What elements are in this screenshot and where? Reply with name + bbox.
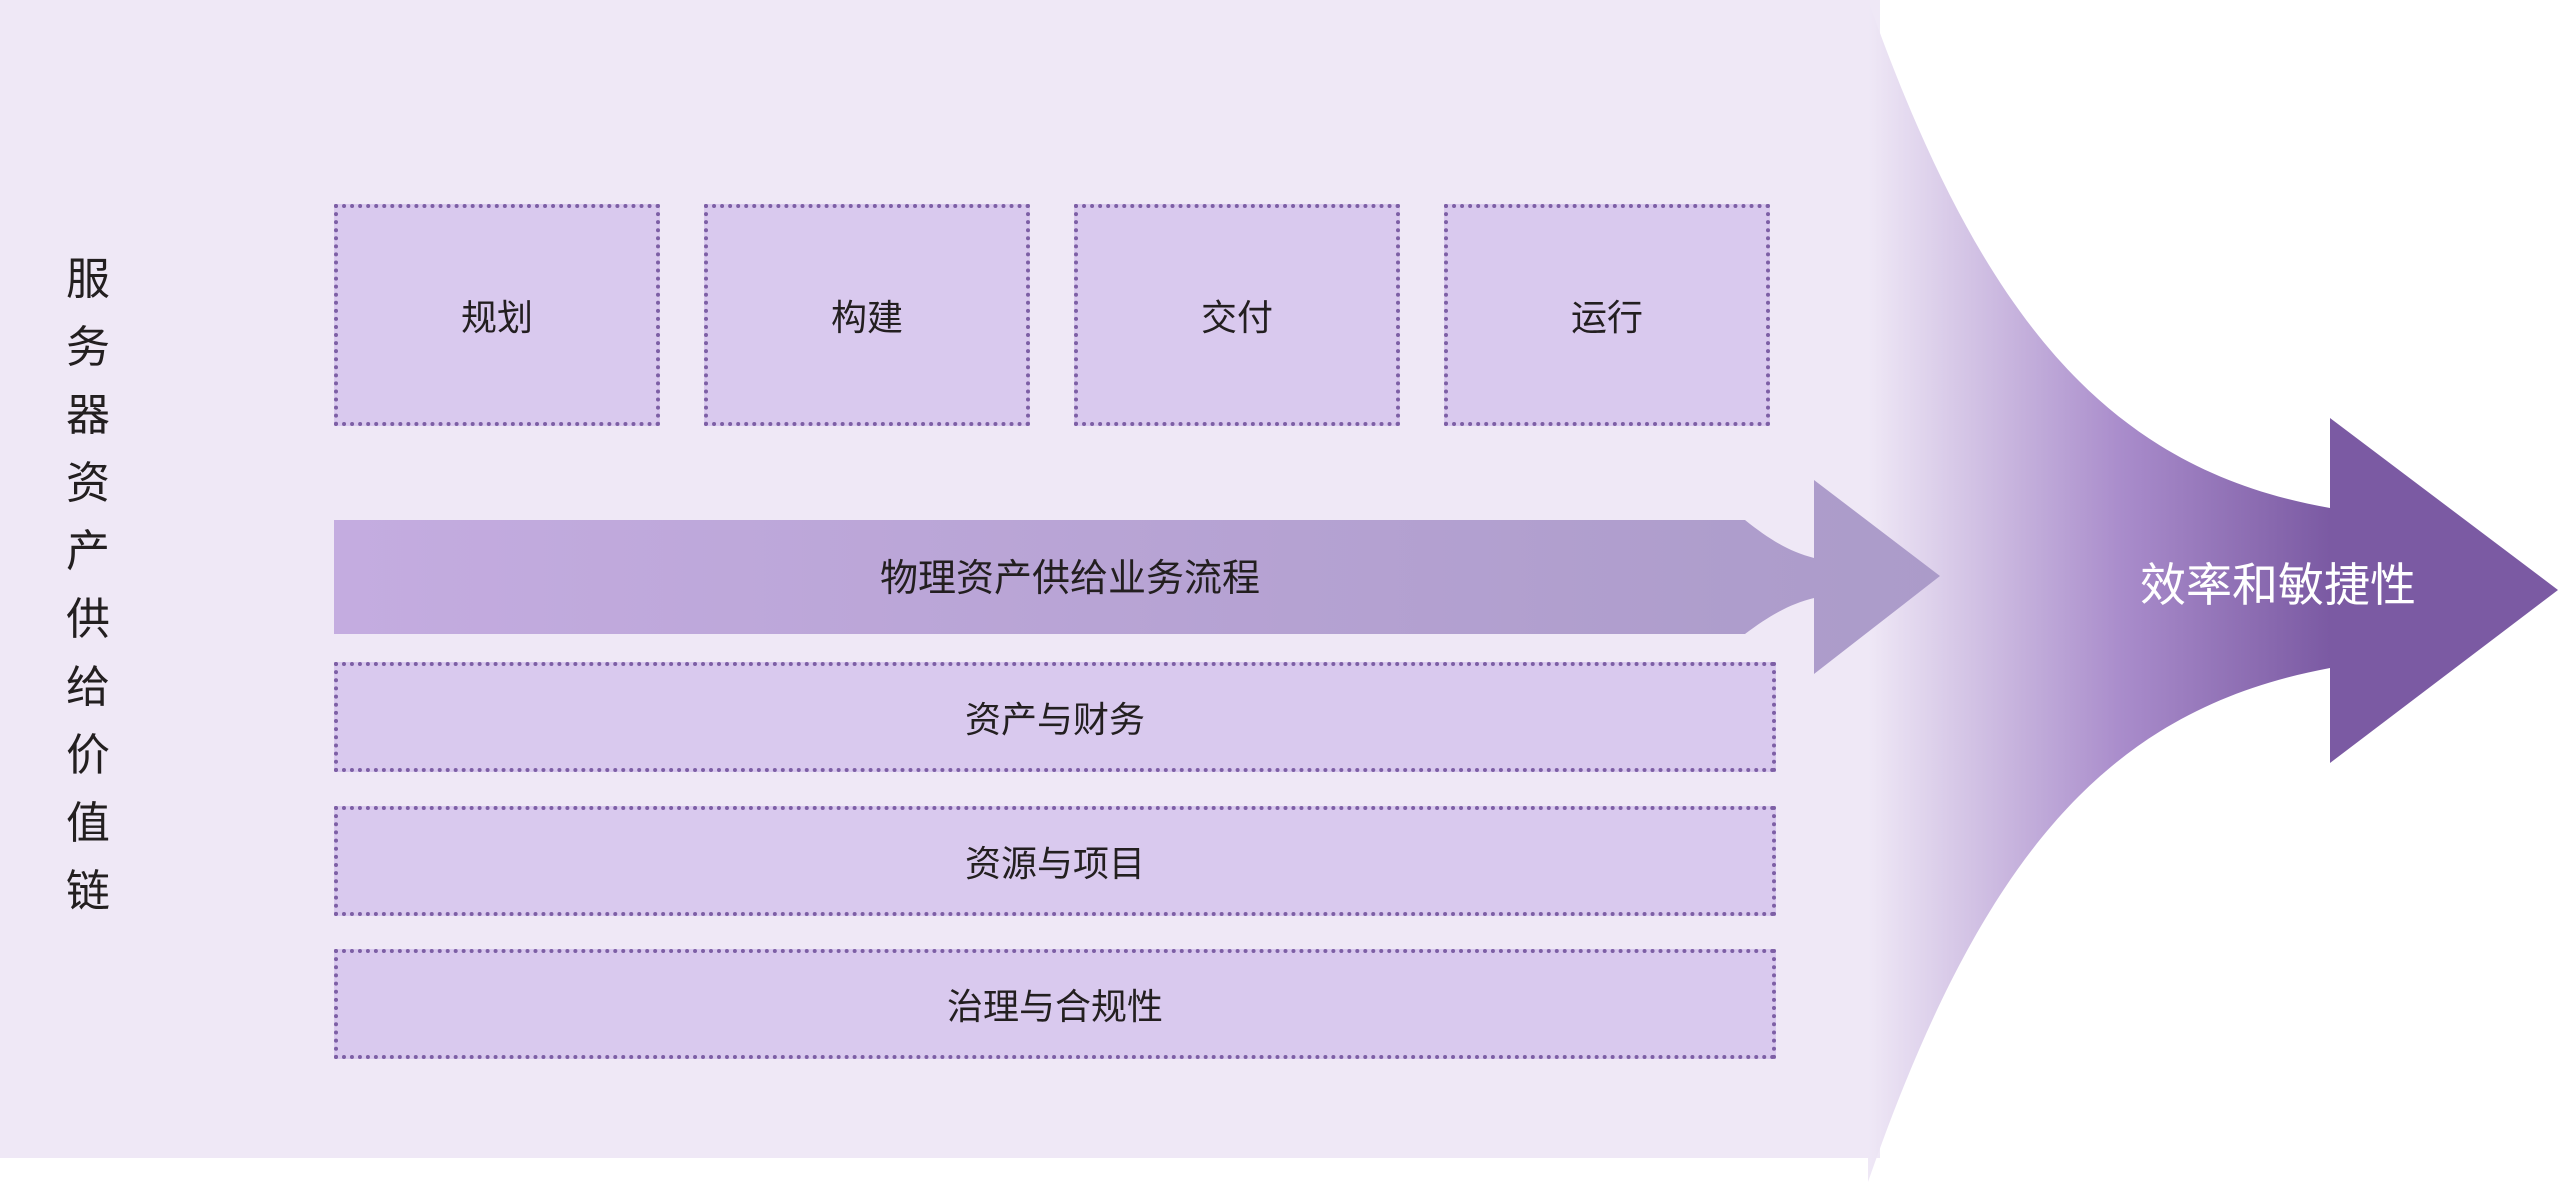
- row-box-assets-finance: 资产与财务: [334, 662, 1776, 772]
- outcome-arrow: [1868, 0, 2558, 1182]
- row-box-governance-compliance: 治理与合规性: [334, 949, 1776, 1059]
- flow-arrow-label: 物理资产供给业务流程: [879, 555, 1260, 600]
- outcome-label: 效率和敏捷性: [2140, 558, 2416, 612]
- stage-box-build: 构建: [704, 204, 1030, 426]
- stage-box-operate: 运行: [1444, 204, 1770, 426]
- row-box-resources-projects: 资源与项目: [334, 806, 1776, 916]
- side-title: 服务器资产供给价值链: [66, 254, 110, 917]
- stage-box-plan: 规划: [334, 204, 660, 426]
- flow-arrow: [334, 480, 1940, 674]
- stage-box-deliver: 交付: [1074, 204, 1400, 426]
